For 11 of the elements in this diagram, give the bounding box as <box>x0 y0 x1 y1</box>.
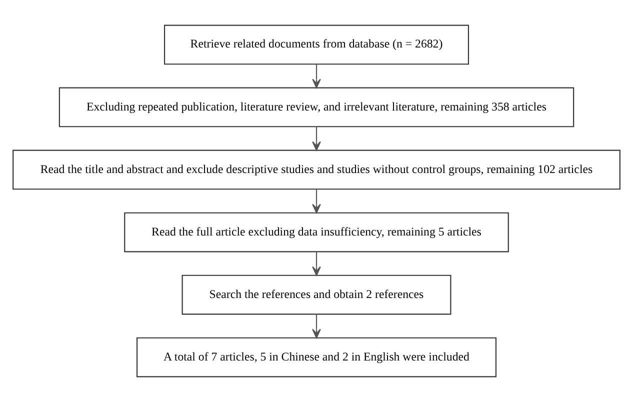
node-box: Read the full article excluding data insufficiency, remaining 5 articles <box>124 212 509 252</box>
arrow <box>312 252 321 276</box>
arrow <box>312 126 321 151</box>
arrow <box>312 64 321 88</box>
arrow <box>312 189 321 214</box>
node-box: A total of 7 articles, 5 in Chinese and 2 in English were included <box>136 337 496 378</box>
node-box: Excluding repeated publication, literature review, and irrelevant literature, remaining 358 articles <box>58 87 574 128</box>
arrow <box>312 314 321 338</box>
node-box: Read the title and abstract and exclude descriptive studies and studies without control groups, remaining 102 articles <box>12 150 620 190</box>
node-box: Retrieve related documents from database (n = 2682) <box>164 24 470 65</box>
node-box: Search the references and obtain 2 references <box>182 274 452 315</box>
